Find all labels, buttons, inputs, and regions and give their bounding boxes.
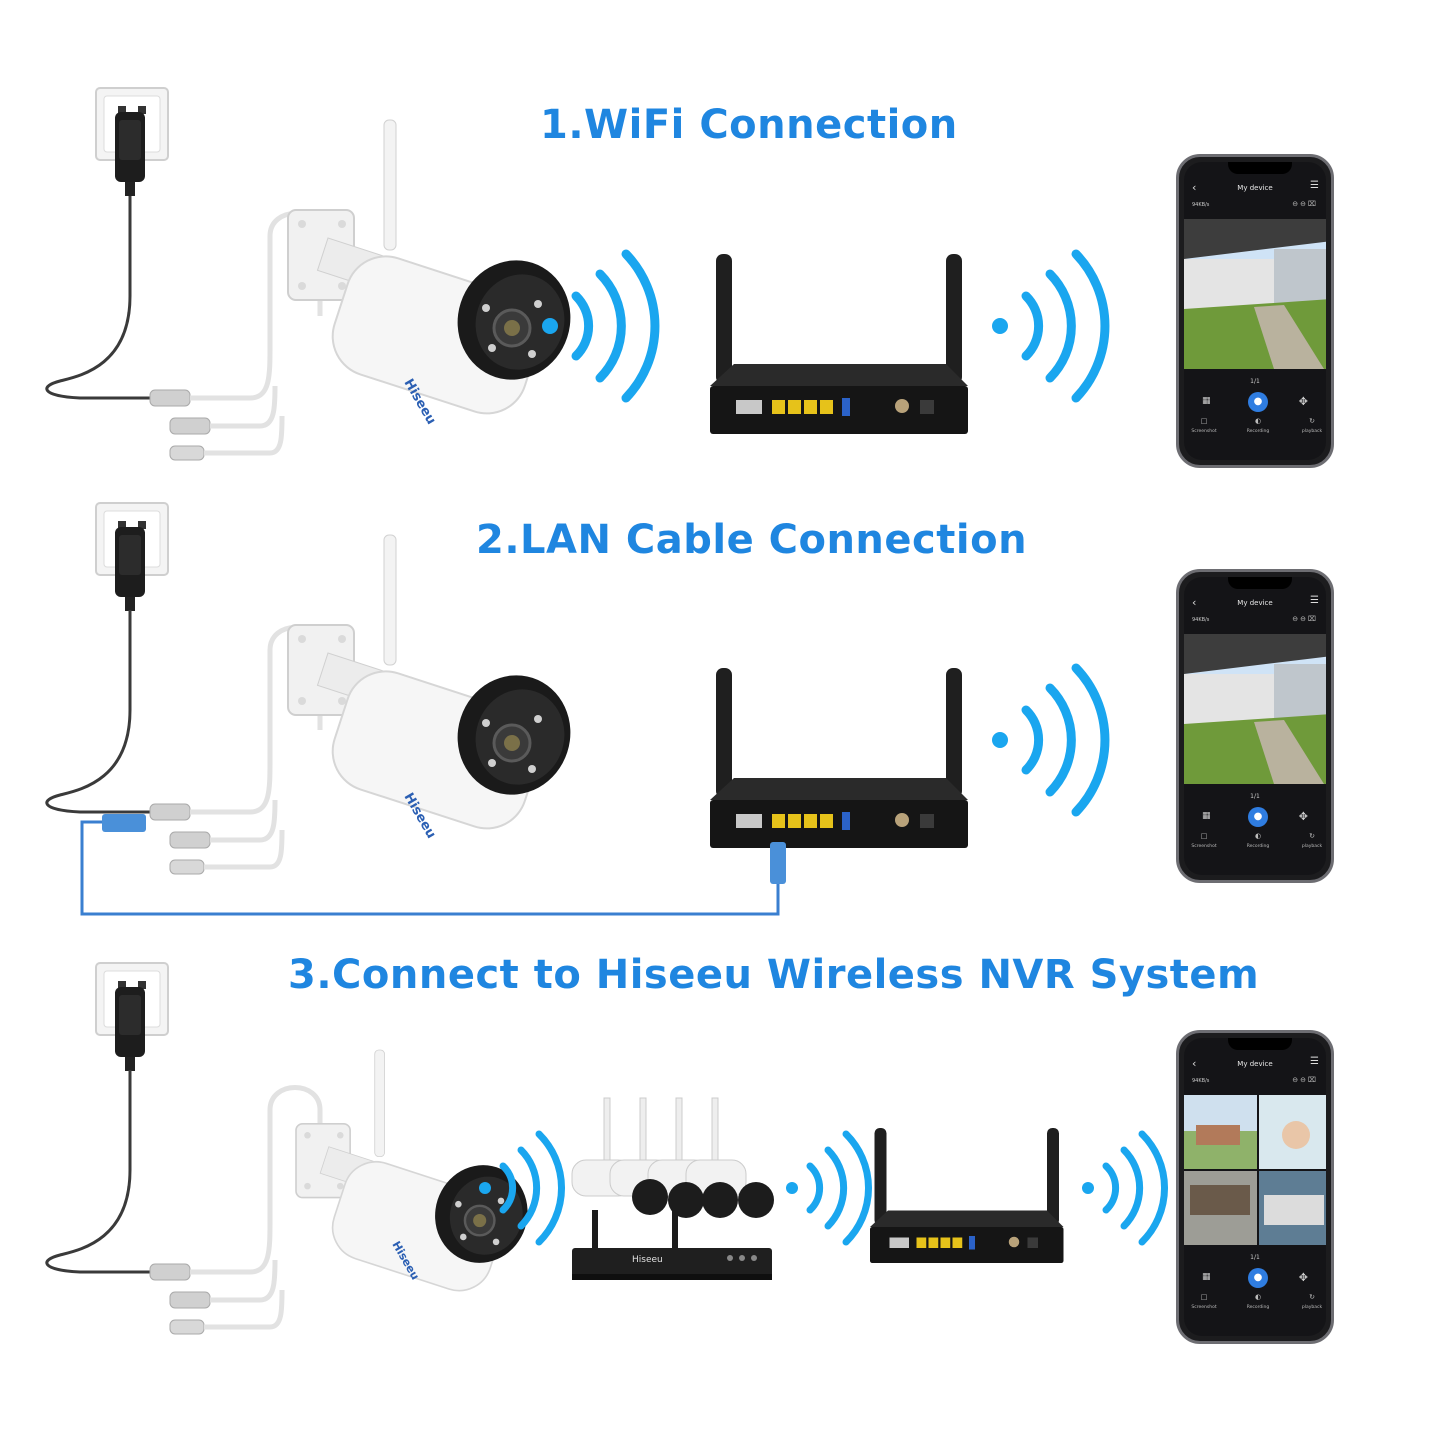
screenshot-icon[interactable]: □ xyxy=(1200,1293,1208,1301)
recording-icon[interactable]: ◐ xyxy=(1254,417,1262,425)
router xyxy=(710,668,968,848)
playback-label: playback xyxy=(1301,429,1323,434)
ptz-icon[interactable]: ✥ xyxy=(1298,1271,1308,1284)
microphone-icon[interactable]: ● xyxy=(1248,1268,1268,1288)
recording-icon[interactable]: ◐ xyxy=(1254,1293,1262,1301)
bullet-camera xyxy=(286,533,588,841)
bullet-camera xyxy=(294,1048,542,1301)
menu-icon[interactable]: ☰ xyxy=(1310,180,1319,191)
power-cables xyxy=(47,196,320,460)
section-title-wifi: 1.WiFi Connection xyxy=(540,102,958,148)
speed-readout: 94KB/s xyxy=(1192,202,1210,208)
power-adapter xyxy=(115,987,145,1071)
power-adapter xyxy=(115,112,145,196)
playback-label: playback xyxy=(1301,1305,1323,1310)
router xyxy=(710,254,968,434)
app-header: My device xyxy=(1237,1060,1273,1068)
microphone-icon[interactable]: ● xyxy=(1248,392,1268,412)
power-cables xyxy=(47,610,320,874)
lan-plug xyxy=(770,842,786,884)
speed-readout: 94KB/s xyxy=(1192,617,1210,623)
back-icon[interactable]: ‹ xyxy=(1192,596,1197,609)
nvr-kit xyxy=(571,1097,774,1280)
view-controls-icon[interactable]: ⊖⊖⌧ xyxy=(1292,1076,1318,1084)
phone-app-lan: ‹ My device ☰ 94KB/s ⊖⊖⌧ 1/1 ▦ ● ✥ □ ◐ ↻… xyxy=(1176,569,1334,883)
microphone-icon[interactable]: ● xyxy=(1248,807,1268,827)
recording-label: Recording xyxy=(1246,1305,1270,1310)
page-indicator: 1/1 xyxy=(1250,378,1260,385)
lan-connector xyxy=(102,814,146,832)
back-icon[interactable]: ‹ xyxy=(1192,181,1197,194)
camera-feed xyxy=(1184,219,1326,369)
ptz-icon[interactable]: ✥ xyxy=(1298,395,1308,408)
page-indicator: 1/1 xyxy=(1250,1254,1260,1261)
speed-readout: 94KB/s xyxy=(1192,1078,1210,1084)
wifi-waves-icon xyxy=(992,668,1105,812)
playback-label: playback xyxy=(1301,844,1323,849)
playback-icon[interactable]: ↻ xyxy=(1309,1293,1315,1301)
grid-icon[interactable]: ▦ xyxy=(1202,1272,1211,1282)
screenshot-label: Screenshot xyxy=(1191,1305,1217,1310)
grid-icon[interactable]: ▦ xyxy=(1202,396,1211,406)
section-title-lan: 2.LAN Cable Connection xyxy=(476,517,1028,563)
camera-feed xyxy=(1184,634,1326,784)
phone-app-wifi: ‹ My device ☰ 94KB/s ⊖⊖⌧ 1/1 ▦ ● ✥ □ ◐ ↻… xyxy=(1176,154,1334,468)
recording-icon[interactable]: ◐ xyxy=(1254,832,1262,840)
wifi-waves-icon xyxy=(992,254,1105,398)
screenshot-label: Screenshot xyxy=(1191,844,1217,849)
menu-icon[interactable]: ☰ xyxy=(1310,1056,1319,1067)
phone-app-nvr: ‹ My device ☰ 94KB/s ⊖⊖⌧ 1/1 ▦ ● ✥ □ ◐ ↻… xyxy=(1176,1030,1334,1344)
screenshot-icon[interactable]: □ xyxy=(1200,832,1208,840)
recording-label: Recording xyxy=(1246,844,1270,849)
playback-icon[interactable]: ↻ xyxy=(1309,832,1315,840)
playback-icon[interactable]: ↻ xyxy=(1309,417,1315,425)
back-icon[interactable]: ‹ xyxy=(1192,1057,1197,1070)
ptz-icon[interactable]: ✥ xyxy=(1298,810,1308,823)
app-header: My device xyxy=(1237,599,1273,607)
view-controls-icon[interactable]: ⊖⊖⌧ xyxy=(1292,615,1318,623)
screenshot-label: Screenshot xyxy=(1191,429,1217,434)
wifi-waves-icon xyxy=(786,1134,869,1242)
bullet-camera xyxy=(286,118,588,426)
app-header: My device xyxy=(1237,184,1273,192)
view-controls-icon[interactable]: ⊖⊖⌧ xyxy=(1292,200,1318,208)
screenshot-icon[interactable]: □ xyxy=(1200,417,1208,425)
power-cables xyxy=(47,1070,320,1334)
camera-feed-grid xyxy=(1184,1095,1326,1245)
page-indicator: 1/1 xyxy=(1250,793,1260,800)
recording-label: Recording xyxy=(1246,429,1270,434)
menu-icon[interactable]: ☰ xyxy=(1310,595,1319,606)
router xyxy=(870,1128,1064,1263)
grid-icon[interactable]: ▦ xyxy=(1202,811,1211,821)
power-adapter xyxy=(115,527,145,611)
section-title-nvr: 3.Connect to Hiseeu Wireless NVR System xyxy=(288,952,1260,998)
lan-cable xyxy=(80,820,780,916)
wifi-waves-icon xyxy=(1082,1134,1165,1242)
nvr-brand-label: Hiseeu xyxy=(632,1255,663,1265)
